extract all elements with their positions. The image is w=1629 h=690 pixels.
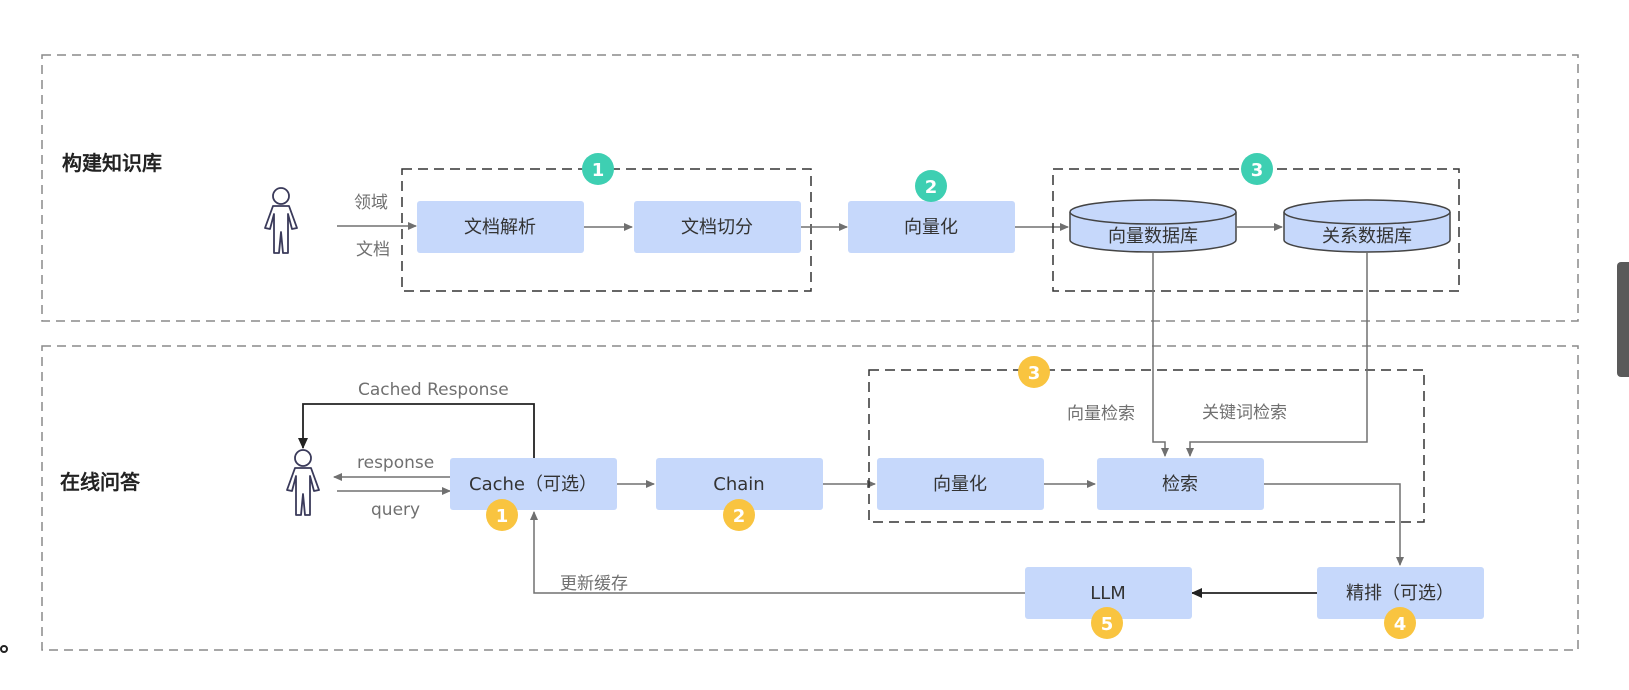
retrieve-box [1097,458,1264,510]
input-label-doc: 文档 [356,240,390,260]
qa-vectorize-label: 向量化 [933,474,987,495]
llm-box [1025,567,1192,619]
build-vectorize-box [848,201,1015,253]
build-badge-3: 3 [1241,153,1273,185]
keyword-search-label: 关键词检索 [1202,403,1287,423]
build-vectorize-label: 向量化 [904,217,958,238]
chain-label: Chain [713,474,764,495]
chain-box [656,458,823,510]
query-label: query [371,500,420,520]
vector-search-arrow [1152,252,1169,457]
edge-dot [0,645,8,653]
relational-db-cylinder [1283,199,1451,253]
user-icon [264,187,298,254]
qa-badge-1: 1 [486,499,518,531]
cache-box [450,458,617,510]
retrieve-to-rerank-arrow [1264,483,1404,566]
svg-text:2: 2 [733,506,746,527]
svg-text:3: 3 [1028,363,1041,384]
rerank-label: 精排（可选） [1346,583,1454,604]
section-title-build-kb: 构建知识库 [62,151,162,175]
build-kb-section-frame [41,54,1579,322]
build-badge-2: 2 [915,170,947,202]
scrollbar-thumb[interactable] [1617,262,1629,377]
svg-text:2: 2 [925,177,938,198]
cached-response-arrow [298,403,535,458]
qa-badge-4: 4 [1384,607,1416,639]
input-label-domain: 领域 [354,193,388,213]
svg-text:1: 1 [592,160,605,181]
section-title-online-qa: 在线问答 [60,470,141,494]
online-qa-section-frame [41,345,1579,651]
update-cache-label: 更新缓存 [560,574,628,594]
build-badge-1: 1 [582,153,614,185]
doc-parse-label: 文档解析 [464,217,536,238]
group-1-frame [401,168,812,292]
qa-user-icon [286,449,320,516]
qa-vectorize-box [877,458,1044,510]
llm-label: LLM [1090,583,1126,604]
update-cache-arrow [530,511,1025,594]
qa-badge-5: 5 [1091,607,1123,639]
vector-db-label: 向量数据库 [1108,226,1198,247]
qa-badge-2: 2 [723,499,755,531]
doc-split-label: 文档切分 [681,217,753,238]
rerank-box [1317,567,1484,619]
svg-text:4: 4 [1394,614,1407,635]
vector-search-label: 向量检索 [1067,404,1135,424]
response-label: response [357,453,434,473]
svg-text:5: 5 [1101,614,1114,635]
svg-text:3: 3 [1251,160,1264,181]
vector-db-cylinder [1069,199,1237,253]
retrieve-label: 检索 [1162,474,1198,495]
svg-text:1: 1 [496,506,509,527]
qa-badge-3: 3 [1018,356,1050,388]
group-3-qa-frame [868,369,1425,523]
doc-parse-box [417,201,584,253]
keyword-search-arrow [1186,252,1368,457]
cache-label: Cache（可选） [469,474,597,495]
doc-split-box [634,201,801,253]
relational-db-label: 关系数据库 [1322,226,1412,247]
group-3-build-frame [1052,168,1460,292]
cached-response-label: Cached Response [358,380,509,400]
